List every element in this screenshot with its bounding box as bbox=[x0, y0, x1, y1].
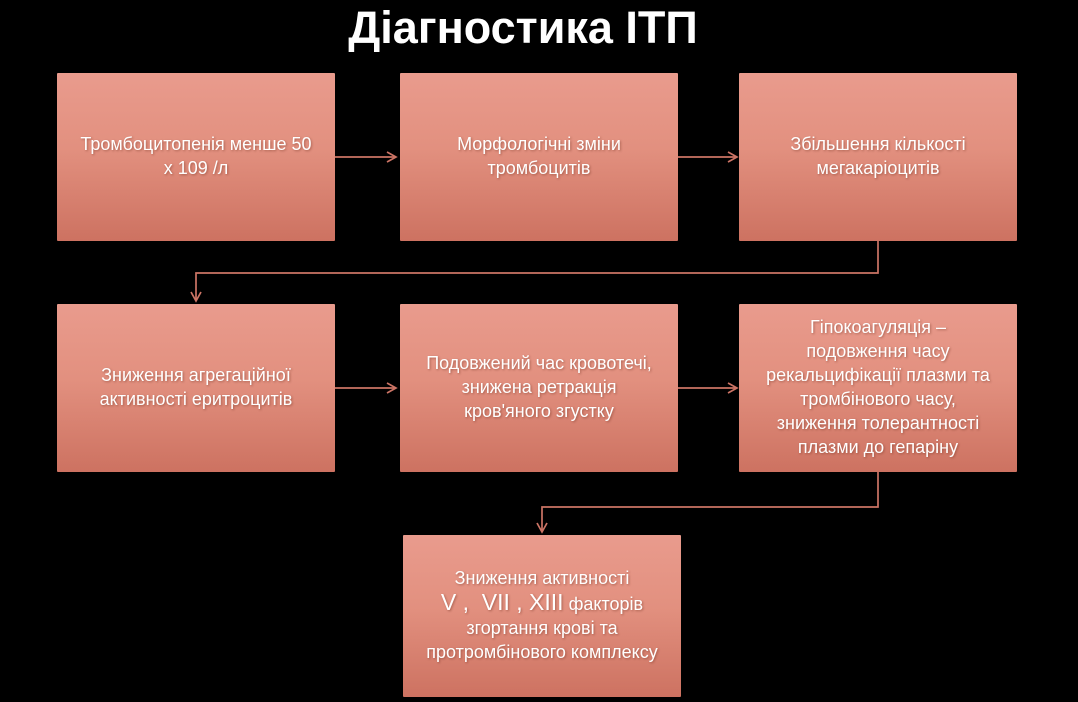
box-megakaryocytes: Збільшення кількості мегакаріоцитів bbox=[739, 73, 1017, 241]
box-megakaryocytes-label: Збільшення кількості мегакаріоцитів bbox=[790, 134, 966, 178]
arrow-box1-to-box2 bbox=[335, 151, 398, 163]
slide-title: Діагностика ІТП bbox=[348, 2, 698, 53]
box-morphology: Морфологічні зміни тромбоцитів bbox=[400, 73, 678, 241]
box-bleeding-time: Подовжений час кровотечі, знижена ретрак… bbox=[400, 304, 678, 472]
arrow-box5-to-box6 bbox=[678, 382, 739, 394]
box-clotting-factors-label: Зниження активності V , VII , XIII факто… bbox=[426, 568, 658, 662]
box-aggregation-label: Зниження агрегаційної активності еритроц… bbox=[99, 365, 293, 409]
clotting-factor-numerals: V , VII , XIII bbox=[440, 589, 564, 616]
box-hypocoagulation-label: Гіпокоагуляція – подовження часу рекальц… bbox=[766, 317, 990, 457]
arrow-box3-to-box4 bbox=[190, 241, 879, 303]
box-clotting-factors: Зниження активності V , VII , XIII факто… bbox=[403, 535, 681, 697]
box-thrombocytopenia: Тромбоцитопенія менше 50 х 109 /л bbox=[57, 73, 335, 241]
arrow-box4-to-box5 bbox=[335, 382, 398, 394]
box-morphology-label: Морфологічні зміни тромбоцитів bbox=[457, 134, 621, 178]
box-aggregation: Зниження агрегаційної активності еритроц… bbox=[57, 304, 335, 472]
arrow-box6-to-box7 bbox=[536, 472, 879, 534]
box-hypocoagulation: Гіпокоагуляція – подовження часу рекальц… bbox=[739, 304, 1017, 472]
box-thrombocytopenia-label: Тромбоцитопенія менше 50 х 109 /л bbox=[80, 134, 312, 178]
arrow-box2-to-box3 bbox=[678, 151, 739, 163]
box-bleeding-time-label: Подовжений час кровотечі, знижена ретрак… bbox=[426, 353, 652, 421]
